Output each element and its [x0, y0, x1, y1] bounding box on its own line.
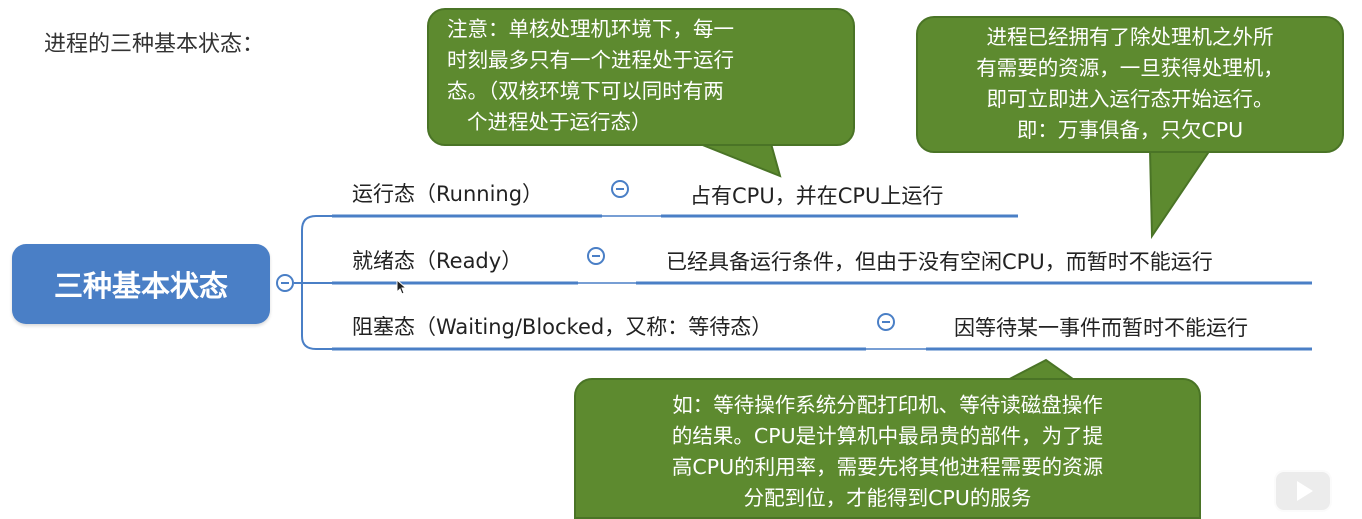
branch-blocked-description[interactable]: 因等待某一事件而暂时不能运行: [954, 316, 1248, 340]
root-node[interactable]: 三种基本状态: [12, 244, 270, 324]
callout-line: 有需要的资源，一旦获得处理机，: [976, 56, 1284, 80]
callout-line: 时刻最多只有一个进程处于运行: [447, 48, 734, 72]
play-icon[interactable]: [1274, 470, 1332, 512]
callout-line: 态。（双核环境下可以同时有两: [447, 79, 724, 103]
minus-circle-icon[interactable]: [587, 247, 605, 265]
callout-line: 的结果。CPU是计算机中最昂贵的部件，为了提: [671, 424, 1104, 448]
callout-line: 注意：单核处理机环境下，每一: [447, 17, 734, 41]
minus-circle-icon[interactable]: [276, 274, 294, 292]
callout-line: 分配到位，才能得到CPU的服务: [743, 486, 1032, 510]
ready-note-callout: 进程已经拥有了除处理机之外所 有需要的资源，一旦获得处理机， 即可立即进入运行态…: [916, 16, 1344, 153]
minus-circle-icon[interactable]: [877, 313, 895, 331]
page-heading: 进程的三种基本状态：: [44, 32, 265, 57]
callout-line: 即：万事俱备，只欠CPU: [1016, 118, 1244, 142]
branch-connector-blocked: [301, 283, 332, 350]
callout-line: 进程已经拥有了除处理机之外所: [986, 25, 1274, 49]
branch-running-label[interactable]: 运行态（Running）: [352, 182, 544, 206]
branch-running-description[interactable]: 占有CPU，并在CPU上运行: [690, 184, 944, 208]
branch-ready-description[interactable]: 已经具备运行条件，但由于没有空闲CPU，而暂时不能运行: [666, 250, 1213, 274]
callout-line: 高CPU的利用率，需要先将其他进程需要的资源: [671, 455, 1104, 479]
ready-note-pointer: [1148, 149, 1212, 240]
callout-line: 如：等待操作系统分配打印机、等待读磁盘操作: [672, 393, 1103, 417]
running-note-callout: 注意：单核处理机环境下，每一 时刻最多只有一个进程处于运行 态。（双核环境下可以…: [427, 8, 855, 146]
branch-ready-label[interactable]: 就绪态（Ready）: [352, 249, 523, 273]
minus-circle-icon[interactable]: [611, 180, 629, 198]
branch-blocked-label[interactable]: 阻塞态（Waiting/Blocked，又称：等待态）: [352, 315, 773, 339]
branch-connector-running: [301, 215, 332, 283]
callout-line: 个进程处于运行态）: [467, 110, 652, 134]
callout-line: 即可立即进入运行态开始运行。: [986, 87, 1274, 111]
blocked-note-callout: 如：等待操作系统分配打印机、等待读磁盘操作 的结果。CPU是计算机中最昂贵的部件…: [574, 378, 1201, 519]
mouse-cursor-icon: [396, 279, 408, 295]
